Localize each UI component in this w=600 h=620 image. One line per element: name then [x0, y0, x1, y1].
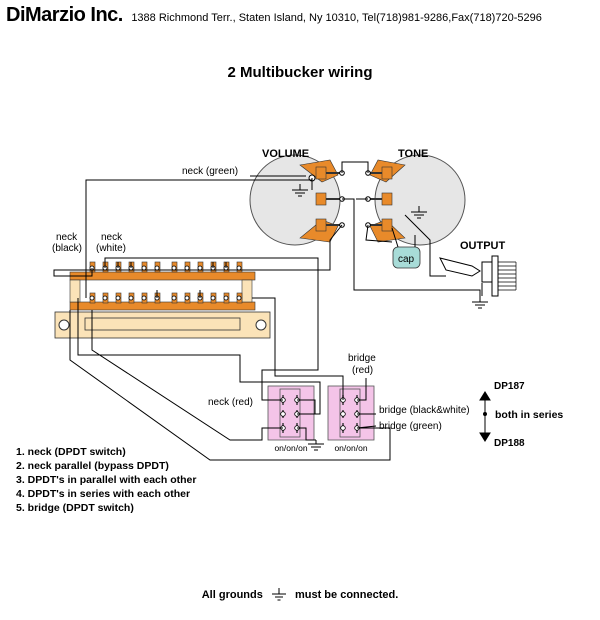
volume-pot: [249, 154, 345, 246]
bridge-switch: on/on/on: [327, 385, 375, 453]
dp188-label: DP188: [494, 438, 525, 449]
capacitor: cap: [391, 227, 421, 269]
neck-green-label: neck (green): [182, 166, 238, 177]
output-jack: [439, 255, 517, 297]
cap-label: cap: [398, 254, 415, 265]
tone-label: TONE: [398, 148, 428, 160]
legend-item: 3. DPDT's in parallel with each other: [16, 474, 197, 486]
diagram-title: 2 Multibucker wiring: [227, 64, 373, 81]
tone-pot: [365, 154, 466, 246]
position-legend: 1. neck (DPDT switch) 2. neck parallel (…: [16, 445, 196, 515]
ground-symbols: [292, 184, 488, 451]
wires: [53, 161, 481, 461]
bridge-switch-positions: on/on/on: [334, 443, 367, 453]
neck-white-label-1: neck: [101, 232, 123, 243]
legend-item: 2. neck parallel (bypass DPDT): [16, 460, 169, 472]
company-address: 1388 Richmond Terr., Staten Island, Ny 1…: [131, 12, 542, 24]
legend-item: 1. neck (DPDT switch): [16, 446, 126, 458]
bridge-red-label-2: (red): [352, 365, 373, 376]
neck-switch: on/on/on: [267, 385, 315, 453]
volume-label: VOLUME: [262, 148, 309, 160]
bridge-red-label-1: bridge: [348, 353, 376, 364]
legend-item: 4. DPDT's in series with each other: [16, 488, 191, 500]
neck-black-label-2: (black): [52, 243, 82, 254]
legend-item: 5. bridge (DPDT switch): [16, 502, 134, 514]
neck-white-label-2: (white): [96, 243, 126, 254]
series-arrow: [479, 391, 491, 442]
brand-name: DiMarzio Inc.: [6, 4, 123, 26]
footer-text-after: must be connected.: [294, 588, 399, 601]
footer-text-before: All grounds: [201, 588, 263, 601]
neck-red-label: neck (red): [208, 397, 253, 408]
both-series-label: both in series: [495, 409, 563, 421]
lower-terminals: [89, 292, 243, 304]
dp187-label: DP187: [494, 381, 525, 392]
bridge-green-label: bridge (green): [379, 421, 442, 432]
neck-switch-positions: on/on/on: [274, 443, 307, 453]
pickup-assembly: [54, 271, 271, 339]
footer-note: All grounds must be connected.: [0, 588, 600, 602]
bridge-black-white-label: bridge (black&white): [379, 405, 470, 416]
ground-icon: [271, 588, 286, 601]
neck-black-label-1: neck: [56, 232, 78, 243]
output-label: OUTPUT: [460, 240, 506, 252]
header: DiMarzio Inc. 1388 Richmond Terr., State…: [6, 4, 542, 27]
